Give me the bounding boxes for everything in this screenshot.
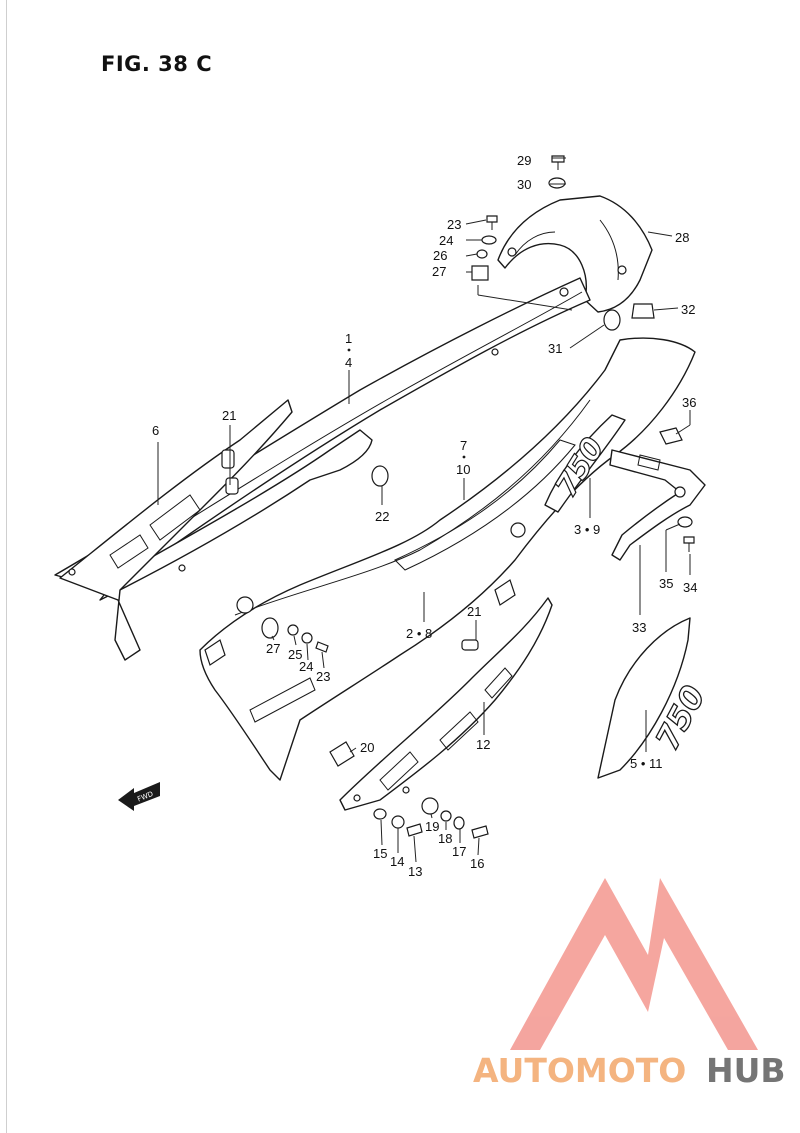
leader-lines <box>157 157 691 863</box>
label-26: 26 <box>433 248 447 263</box>
watermark-text-part1: AUTOMOTO <box>473 1051 686 1090</box>
label-3-9: 3 • 9 <box>574 522 600 537</box>
label-35: 35 <box>659 576 673 591</box>
label-28: 28 <box>675 230 689 245</box>
watermark-text-part2: HUB <box>706 1051 786 1090</box>
label-1: 1 <box>345 331 352 346</box>
label-7: 7 <box>460 438 467 453</box>
label-20: 20 <box>360 740 374 755</box>
label-27-top: 27 <box>432 264 446 279</box>
decal-750-part-5-11: 750 <box>597 617 714 779</box>
label-13: 13 <box>408 864 422 879</box>
figure-title: FIG. 38 C <box>101 52 213 76</box>
rear-bracket-part-33 <box>609 449 706 561</box>
label-24-lower: 24 <box>299 659 313 674</box>
label-23-top: 23 <box>447 217 461 232</box>
label-18: 18 <box>438 831 452 846</box>
label-2-8: 2 • 8 <box>406 626 432 641</box>
label-22: 22 <box>375 509 389 524</box>
label-29: 29 <box>517 153 531 168</box>
label-16: 16 <box>470 856 484 871</box>
side-cover-part-6 <box>59 399 293 661</box>
forward-direction-arrow: FWD <box>118 782 160 811</box>
lower-cover-part-12 <box>339 597 553 811</box>
label-6: 6 <box>152 423 159 438</box>
hardware-items <box>261 155 695 839</box>
label-19: 19 <box>425 819 439 834</box>
label-21-left: 21 <box>222 408 236 423</box>
label-17: 17 <box>452 844 466 859</box>
label-32: 32 <box>681 302 695 317</box>
callout-labels: 29 30 23 24 26 27 28 31 32 1 4 6 21 22 7… <box>152 153 697 879</box>
label-36: 36 <box>682 395 696 410</box>
label-5-11: 5 • 11 <box>630 756 663 771</box>
tail-cowl-part-28 <box>497 195 653 313</box>
label-33: 33 <box>632 620 646 635</box>
label-25: 25 <box>288 647 302 662</box>
side-cover-main-part-2-8-3-9 <box>199 337 696 781</box>
label-24-top: 24 <box>439 233 453 248</box>
label-12: 12 <box>476 737 490 752</box>
label-4: 4 <box>345 355 352 370</box>
label-30: 30 <box>517 177 531 192</box>
label-27-lower: 27 <box>266 641 280 656</box>
label-21-right: 21 <box>467 604 481 619</box>
label-31: 31 <box>548 341 562 356</box>
label-34: 34 <box>683 580 697 595</box>
label-10: 10 <box>456 462 470 477</box>
watermark-logo: AUTOMOTO HUB <box>473 878 786 1090</box>
label-15: 15 <box>373 846 387 861</box>
label-23-lower: 23 <box>316 669 330 684</box>
label-14: 14 <box>390 854 404 869</box>
